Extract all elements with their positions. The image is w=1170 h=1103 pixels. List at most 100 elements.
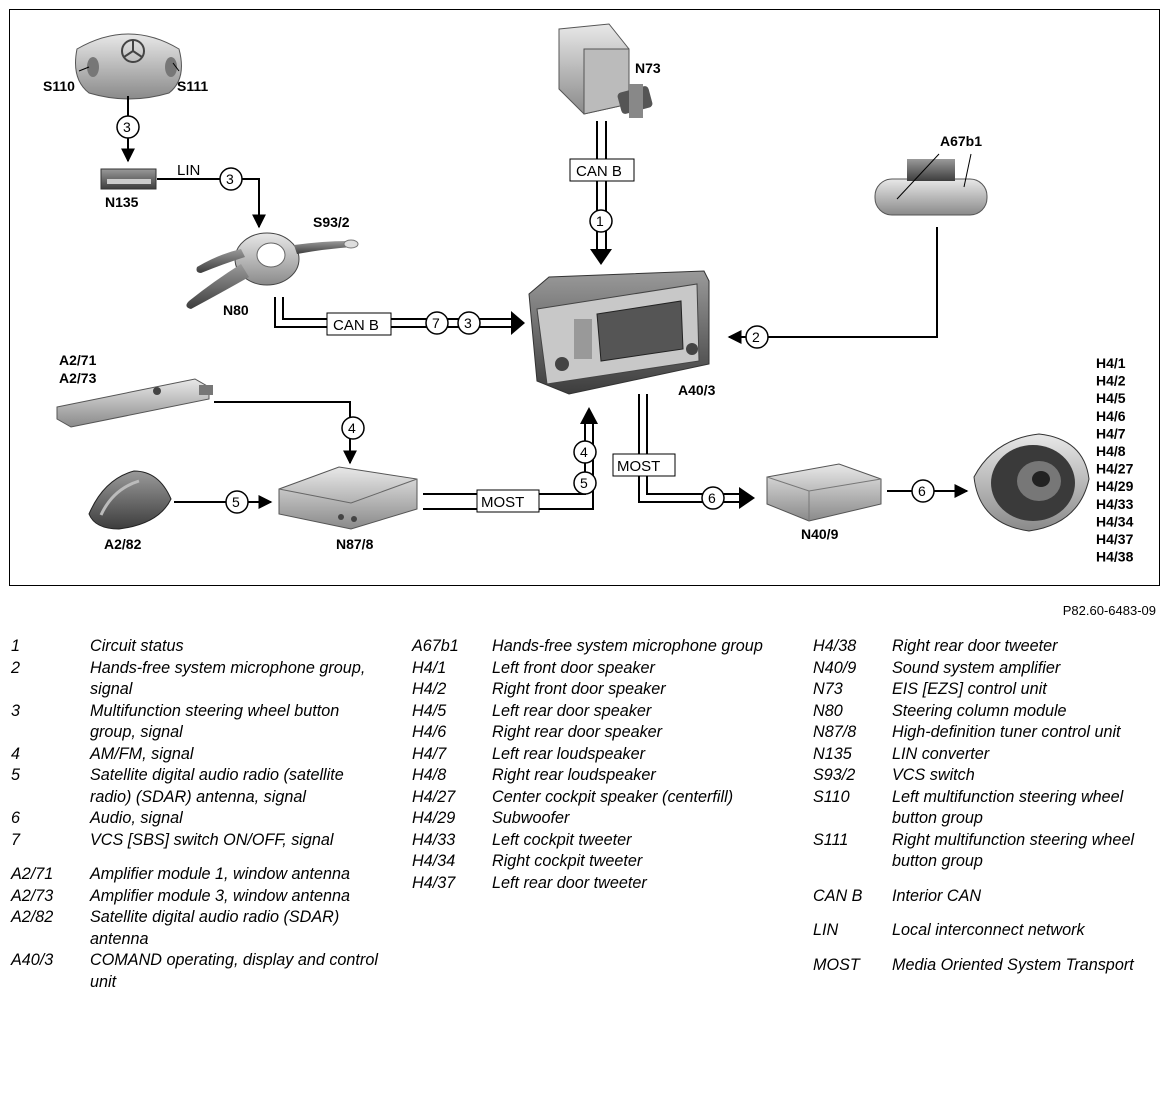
legend-row: 2 Hands-free system microphone group, sig…	[11, 658, 386, 701]
label-a67b1: A67b1	[940, 133, 982, 149]
legend-description: Amplifier module 3, window antenna	[90, 886, 351, 905]
n135-image	[100, 168, 157, 190]
legend-code: A67b1	[412, 637, 459, 655]
label-speaker-h4-2: H4/2	[1096, 373, 1126, 389]
circle-4-b: 4	[573, 440, 597, 464]
legend-code: MOST	[813, 955, 860, 974]
legend-description: Left cockpit tweeter	[492, 830, 632, 849]
legend-code: 4	[11, 744, 21, 763]
legend-row: N73 EIS [EZS] control unit	[813, 679, 1168, 701]
label-s110: S110	[43, 78, 75, 94]
label-n40-9: N40/9	[801, 526, 839, 542]
circle-2: 2	[745, 325, 769, 349]
legend-code: H4/5	[412, 701, 447, 720]
circle-1: 1	[589, 209, 613, 233]
legend-description: Satellite digital audio radio (satellite…	[90, 766, 344, 806]
legend-description: Hands-free system microphone group, sign…	[90, 658, 366, 699]
svg-text:4: 4	[348, 420, 356, 436]
legend-code: H4/29	[412, 809, 456, 827]
label-s111: S111	[177, 78, 208, 94]
speaker-image	[973, 433, 1090, 532]
label-n87-8: N87/8	[336, 536, 374, 552]
bus-box-most-tuner: MOST	[476, 489, 540, 513]
label-speaker-h4-6: H4/6	[1096, 408, 1126, 424]
circle-5-b: 5	[225, 490, 249, 514]
legend-code: A40/3	[11, 951, 54, 969]
legend-code: N73	[813, 680, 843, 698]
legend-row: H4/29 Subwoofer	[412, 808, 792, 830]
circle-6-a: 6	[701, 486, 725, 510]
legend-description: Local interconnect network	[892, 921, 1085, 939]
n80-image	[186, 232, 359, 309]
a67b1-image	[874, 153, 988, 216]
legend-code: 1	[11, 637, 21, 655]
a40-3-image	[528, 270, 710, 395]
circle-5-a: 5	[573, 471, 597, 495]
legend-code: A2/82	[11, 908, 54, 926]
legend-description: Center cockpit speaker (centerfill)	[492, 787, 734, 806]
legend-description: Amplifier module 1, window antenna	[90, 865, 351, 883]
legend-description: Right rear door tweeter	[892, 637, 1058, 655]
legend-code: CAN B	[813, 886, 863, 905]
label-speaker-h4-1: H4/1	[1096, 355, 1126, 371]
legend-code: 2	[11, 658, 21, 677]
legend-description: Satellite digital audio radio (SDAR) ant…	[90, 908, 340, 948]
legend-code: 3	[11, 701, 21, 720]
legend-row: H4/33 Left cockpit tweeter	[412, 830, 792, 852]
legend-description: Right front door speaker	[492, 680, 666, 698]
legend-description: Steering column module	[892, 701, 1067, 720]
legend-code: H4/33	[412, 830, 456, 849]
svg-text:2: 2	[752, 329, 760, 345]
label-n135: N135	[105, 194, 139, 210]
legend-description: Subwoofer	[492, 809, 570, 827]
a2-82-image	[88, 470, 172, 530]
svg-text:1: 1	[596, 213, 604, 229]
legend-description: Right rear loudspeaker	[492, 766, 656, 784]
legend-description: Left multifunction steering wheel button…	[892, 787, 1124, 828]
circle-4-a: 4	[341, 416, 365, 440]
bus-label-most: MOST	[617, 458, 660, 475]
svg-text:7: 7	[432, 315, 440, 331]
circle-6-b: 6	[911, 479, 935, 503]
legend-description: Left rear door tweeter	[492, 873, 647, 892]
steering-wheel-image	[75, 33, 182, 100]
label-speaker-h4-37: H4/37	[1096, 531, 1134, 547]
label-n80: N80	[223, 302, 249, 318]
svg-text:5: 5	[232, 494, 240, 510]
legend-description: EIS [EZS] control unit	[892, 680, 1047, 698]
circle-3-a: 3	[116, 115, 140, 139]
svg-text:3: 3	[226, 171, 234, 187]
bus-label-can-b: CAN B	[576, 163, 622, 180]
circle-3-b: 3	[219, 167, 243, 191]
bus-box-can-b-n73: CAN B	[569, 158, 635, 182]
legend-description: Multifunction steering wheel button grou…	[90, 701, 340, 742]
legend-description: High-definition tuner control unit	[892, 723, 1121, 741]
label-s93-2: S93/2	[313, 214, 350, 230]
label-speaker-h4-27: H4/27	[1096, 461, 1134, 477]
svg-text:4: 4	[580, 444, 588, 460]
legend-description: Audio, signal	[90, 809, 183, 827]
legend-description: Hands-free system microphone group	[492, 637, 763, 655]
label-speaker-h4-7: H4/7	[1096, 425, 1126, 441]
label-speaker-h4-8: H4/8	[1096, 443, 1126, 459]
